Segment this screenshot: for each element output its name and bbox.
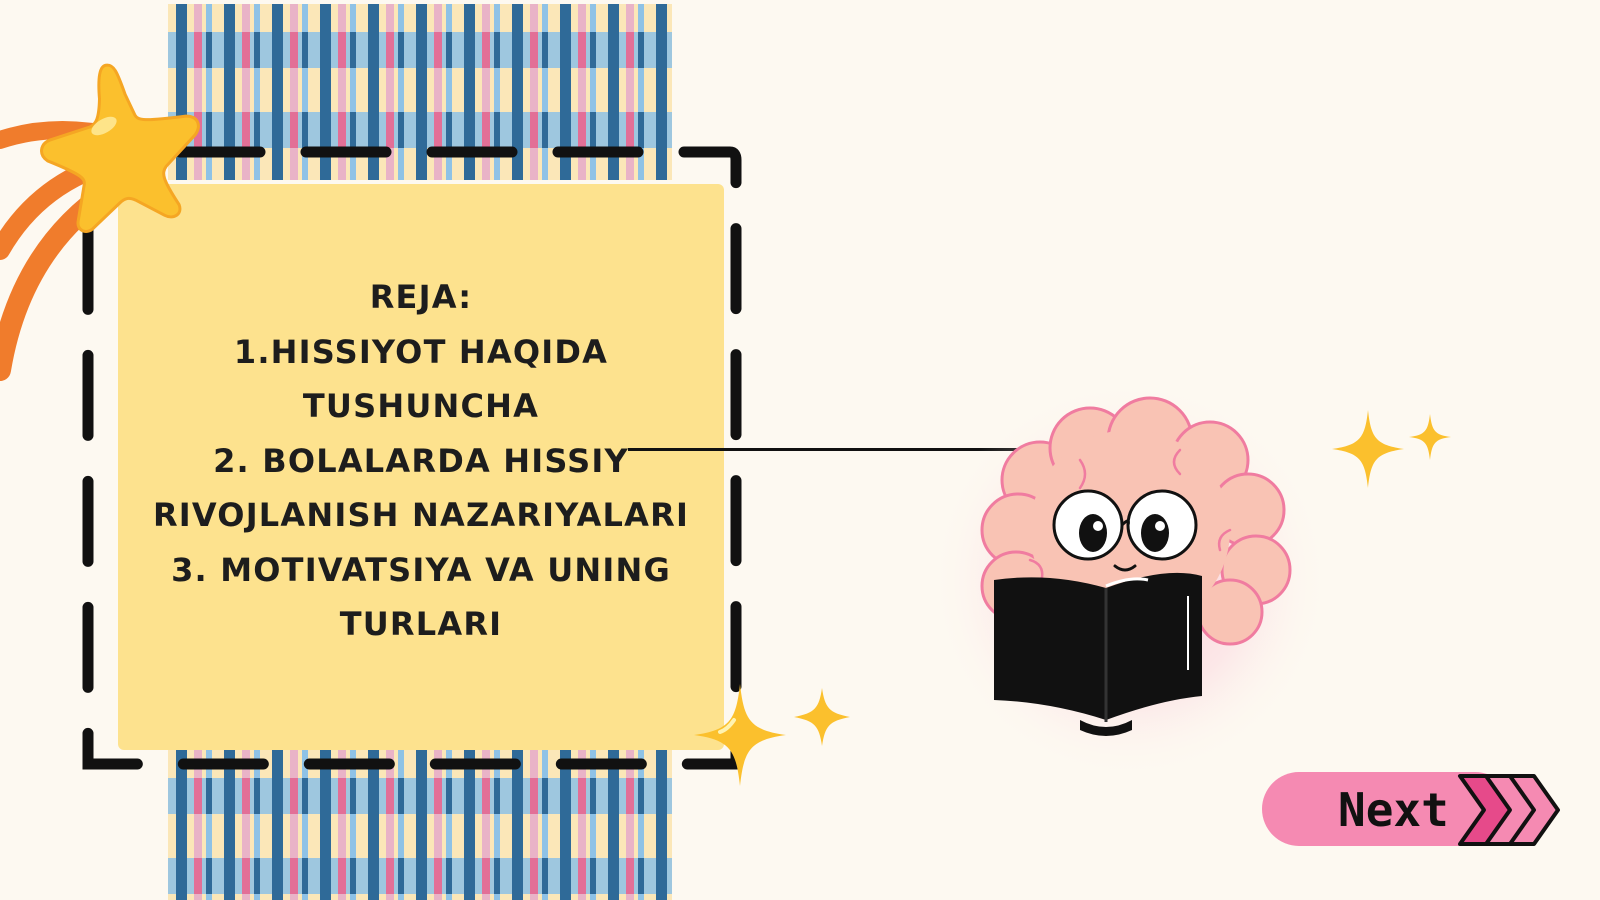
next-button-label: Next: [1338, 783, 1449, 837]
plan-heading: REJA:: [369, 278, 473, 316]
triple-chevron-right-icon: [1458, 774, 1560, 846]
plaid-pattern-bottom: [168, 750, 672, 900]
dashed-frame: [82, 146, 742, 770]
star-icon: [40, 63, 200, 233]
plan-line-4: RIVOJLANISH NAZARIYALARI: [152, 496, 690, 534]
connector-line: [628, 448, 1084, 451]
sparkle-icon: [794, 688, 850, 746]
plan-line-5: 3. MOTIVATSIYA VA UNING: [171, 550, 671, 589]
sparkle-icon: [694, 684, 786, 786]
plan-line-1: 1.HISSIYOT HAQIDA: [233, 332, 609, 371]
plan-line-2: TUSHUNCHA: [302, 387, 540, 425]
plan-card: [118, 184, 724, 750]
plan-line-3: 2. BOLALARDA HISSIY: [213, 441, 629, 480]
next-button[interactable]: Next: [1262, 770, 1562, 850]
sparkle-icon: [1332, 410, 1404, 488]
plan-line-6: TURLARI: [339, 605, 503, 643]
sparkle-icon: [1409, 414, 1451, 460]
plan-text: REJA: 1.HISSIYOT HAQIDA TUSHUNCHA 2. BOL…: [122, 270, 720, 652]
brain-reading-book-illustration: [930, 380, 1330, 780]
